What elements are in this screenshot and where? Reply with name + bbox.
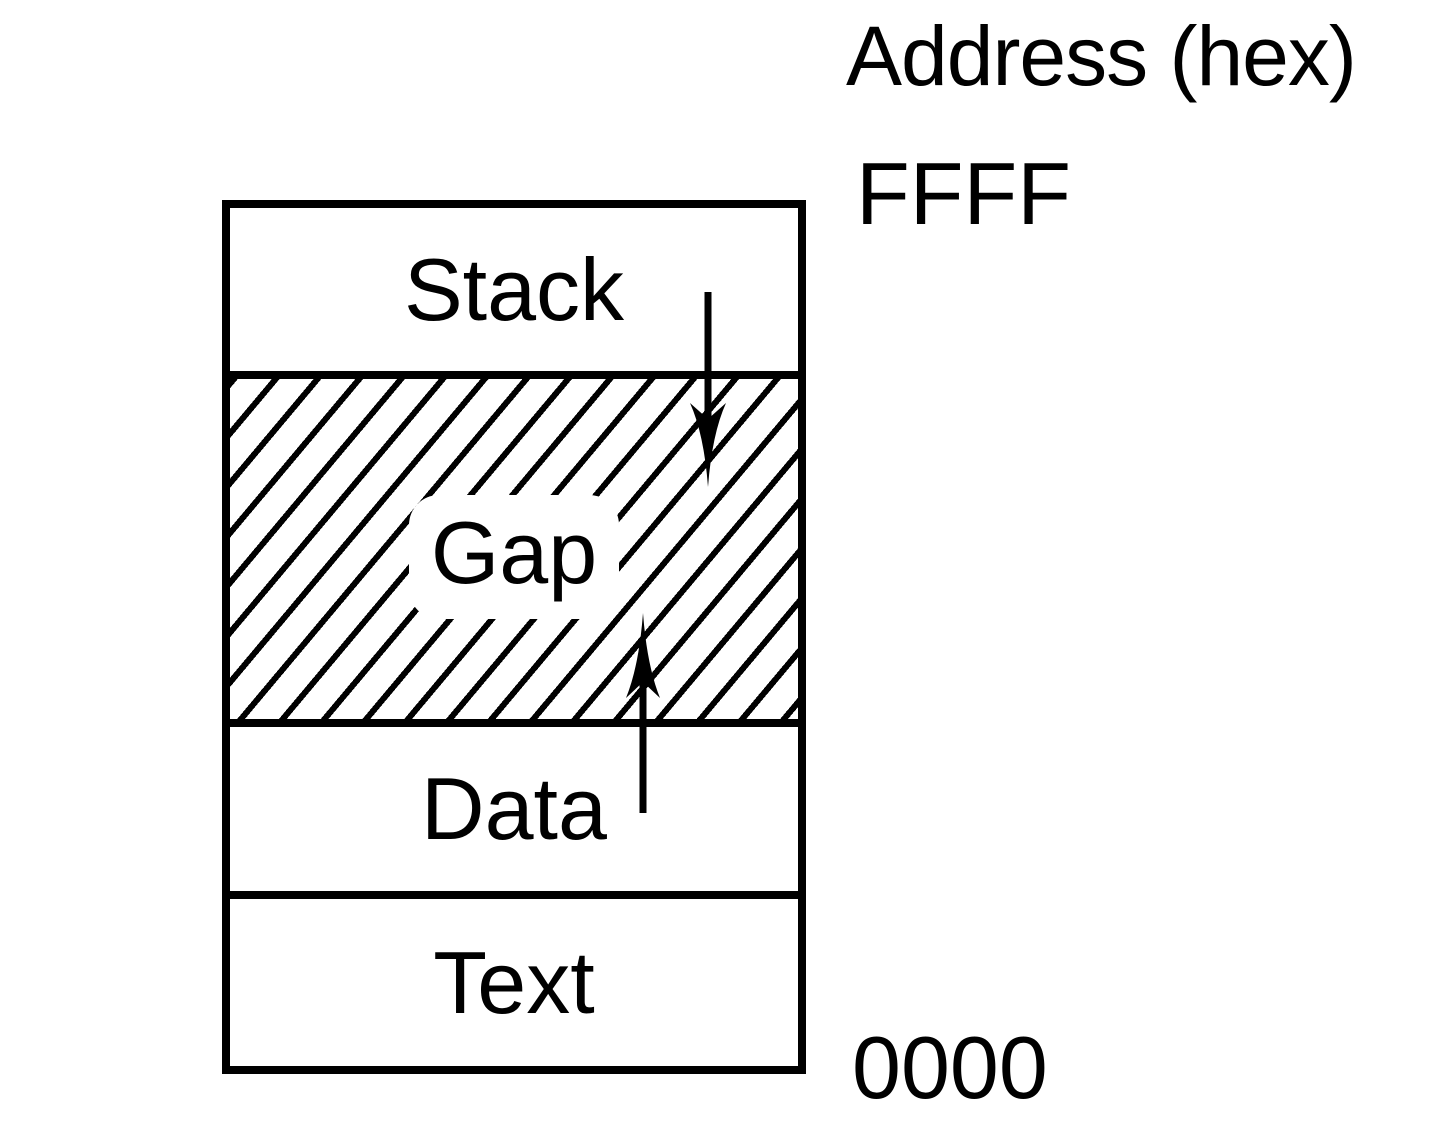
segment-gap: Gap	[230, 379, 798, 727]
segment-data-label: Data	[421, 759, 607, 858]
address-top-label: FFFF	[856, 144, 1072, 243]
address-bottom-label: 0000	[852, 1018, 1048, 1117]
segment-data: Data	[230, 727, 798, 899]
address-axis-title: Address (hex)	[846, 9, 1357, 103]
segment-text-label: Text	[433, 932, 595, 1032]
process-memory-box: Stack Gap Data Text	[222, 200, 806, 1074]
segment-gap-label: Gap	[408, 495, 620, 619]
segment-stack: Stack	[230, 208, 798, 379]
segment-stack-label: Stack	[403, 239, 625, 339]
segment-text: Text	[230, 899, 798, 1066]
